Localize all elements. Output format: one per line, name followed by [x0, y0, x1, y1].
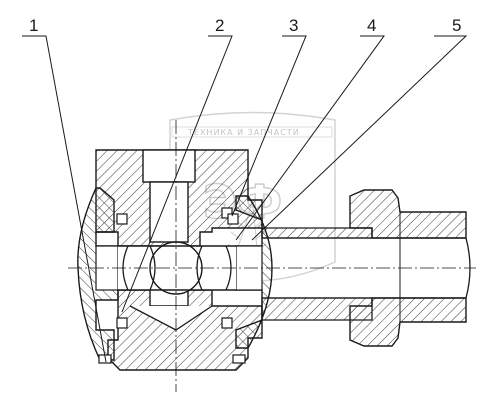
outlet-tube	[261, 227, 373, 321]
callout-labels: 1 2 3 4 5	[29, 16, 461, 35]
callout-4: 4	[367, 16, 376, 35]
callout-3: 3	[289, 16, 298, 35]
union-nut	[349, 189, 471, 347]
leader-lines	[22, 35, 468, 363]
valve-body-lower	[107, 289, 263, 371]
callout-2: 2	[215, 16, 224, 35]
left-nut	[77, 187, 119, 361]
callout-5: 5	[452, 16, 461, 35]
watermark-text: ТЕХНИКА И ЗАПЧАСТИ	[187, 128, 300, 137]
centerlines	[68, 120, 476, 392]
callout-1: 1	[29, 16, 38, 35]
valve-body-upper	[95, 149, 263, 247]
